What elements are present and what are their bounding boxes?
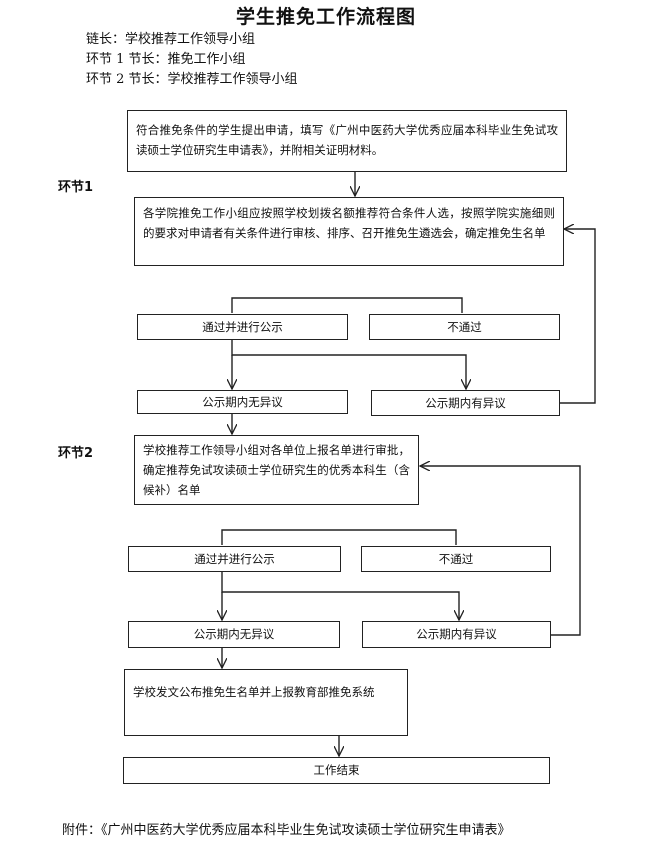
step-s1-no-objection: 公示期内无异议 [137,390,348,414]
step-s1-fail: 不通过 [369,314,560,340]
step-apply: 符合推免条件的学生提出申请，填写《广州中医药大学优秀应届本科毕业生免试攻读硕士学… [127,110,567,172]
chain-leader: 链长：学校推荐工作领导小组 [86,32,256,47]
split-connector-1 [231,297,463,313]
loop-s2-objection [420,466,581,636]
section1-label: 环节1 [58,180,94,195]
step-college-review: 各学院推免工作小组应按照学校划拨名额推荐符合条件人选，按照学院实施细则的要求对申… [134,197,564,266]
step-s2-pass: 通过并进行公示 [128,546,341,572]
step-end: 工作结束 [123,757,550,784]
step-s1-pass: 通过并进行公示 [137,314,348,340]
section2-label: 环节2 [58,446,94,461]
step-school-review: 学校推荐工作领导小组对各单位上报名单进行审批，确定推荐免试攻读硕士学位研究生的优… [134,435,419,505]
loop-s1-objection [560,229,596,404]
step-s1-objection: 公示期内有异议 [371,390,560,416]
page-title: 学生推免工作流程图 [235,6,416,28]
split-connector-2 [221,529,457,545]
section1-leader: 环节 1 节长：推免工作小组 [86,52,246,67]
attachment-note: 附件：《广州中医药大学优秀应届本科毕业生免试攻读硕士学位研究生申请表》 [62,823,511,838]
step-s2-objection: 公示期内有异议 [362,621,551,648]
step-publish: 学校发文公布推免生名单并上报教育部推免系统 [124,669,408,736]
section2-leader: 环节 2 节长：学校推荐工作领导小组 [86,72,298,87]
step-s2-fail: 不通过 [361,546,551,572]
arrow-s2-pass-to-objection [221,571,459,620]
arrow-s1-pass-to-objection [231,340,466,389]
step-s2-no-objection: 公示期内无异议 [128,621,340,648]
